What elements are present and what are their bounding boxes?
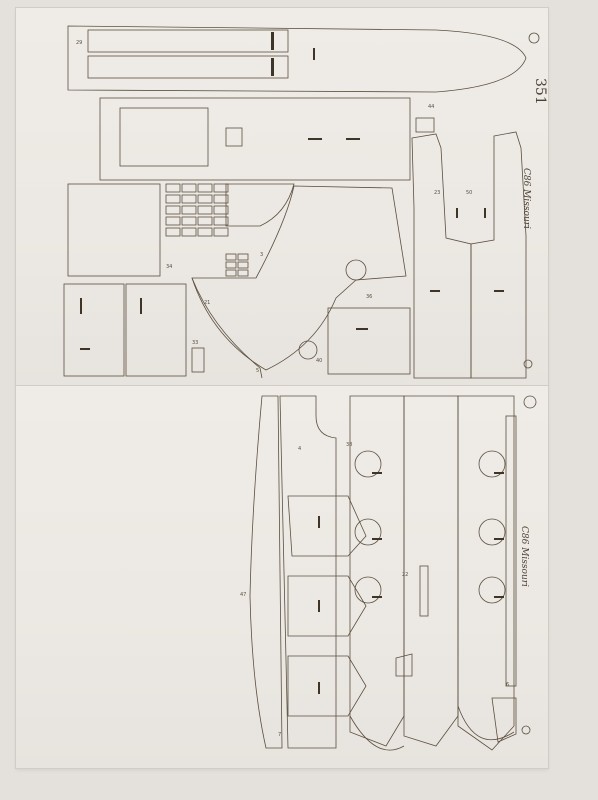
svg-text:23: 23 [434,190,440,196]
hull-section-part [249,395,283,749]
svg-text:29: 29 [76,40,82,46]
svg-text:38: 38 [346,442,352,448]
circle-part [345,259,367,281]
panel-part [125,283,187,377]
keel-part [457,395,515,751]
keel-part [349,395,405,747]
svg-text:50: 50 [466,190,472,196]
svg-text:47: 47 [240,592,246,598]
svg-text:21: 21 [204,300,210,306]
model-name-bottom: C86 Missouri [519,526,529,587]
keel-part [411,133,472,379]
logo-icon [521,725,531,735]
small-parts-grid [165,183,249,277]
hull-frame-part [191,185,407,371]
small-part [491,697,517,743]
kit-number: 351 [532,78,548,105]
circle-part [298,340,318,360]
model-name-top: C86 Missouri [521,168,531,229]
panel-part [327,307,411,375]
deck-cutout [119,107,209,167]
thin-strip-part [505,415,517,687]
laser-cut-sheet-top: 351 C86 Missouri 29 44 50 34 21 33 3 40 … [16,8,548,385]
logo-icon [523,395,537,409]
small-part [395,653,413,677]
deck-part [99,97,411,181]
hull-side-part [67,25,527,93]
svg-text:22: 22 [402,572,408,578]
logo-icon [528,32,540,44]
frame-part [287,495,367,557]
sheet-top-parts: 351 C86 Missouri 29 44 50 34 21 33 3 40 … [63,25,548,379]
svg-text:36: 36 [366,294,372,300]
svg-text:44: 44 [428,104,434,110]
keel-part [403,395,459,747]
strip-part [87,55,289,79]
svg-text:7: 7 [278,732,281,738]
laser-cut-sheet-bottom: C86 Missouri 4 38 22 47 6 7 [16,386,548,768]
strip-part [87,29,289,53]
porthole-circles [354,450,506,604]
svg-text:33: 33 [192,340,198,346]
frame-part [287,575,367,637]
svg-text:6: 6 [506,682,509,688]
sheet-bottom-parts: C86 Missouri 4 38 22 47 6 7 [240,395,537,751]
hull-edge [191,277,263,379]
keel-part [470,131,527,379]
small-strip-part [419,565,429,617]
svg-text:3: 3 [260,252,263,258]
svg-text:4: 4 [298,446,301,452]
panel-part [63,283,125,377]
keel-curve [457,705,515,741]
svg-text:40: 40 [316,358,322,364]
svg-text:34: 34 [166,264,172,270]
frame-part [279,395,337,749]
logo-icon [523,359,533,369]
panel-part [67,183,161,277]
frame-part [287,655,367,717]
curved-part [225,183,295,227]
keel-curve [349,715,405,751]
svg-text:5: 5 [256,368,259,374]
